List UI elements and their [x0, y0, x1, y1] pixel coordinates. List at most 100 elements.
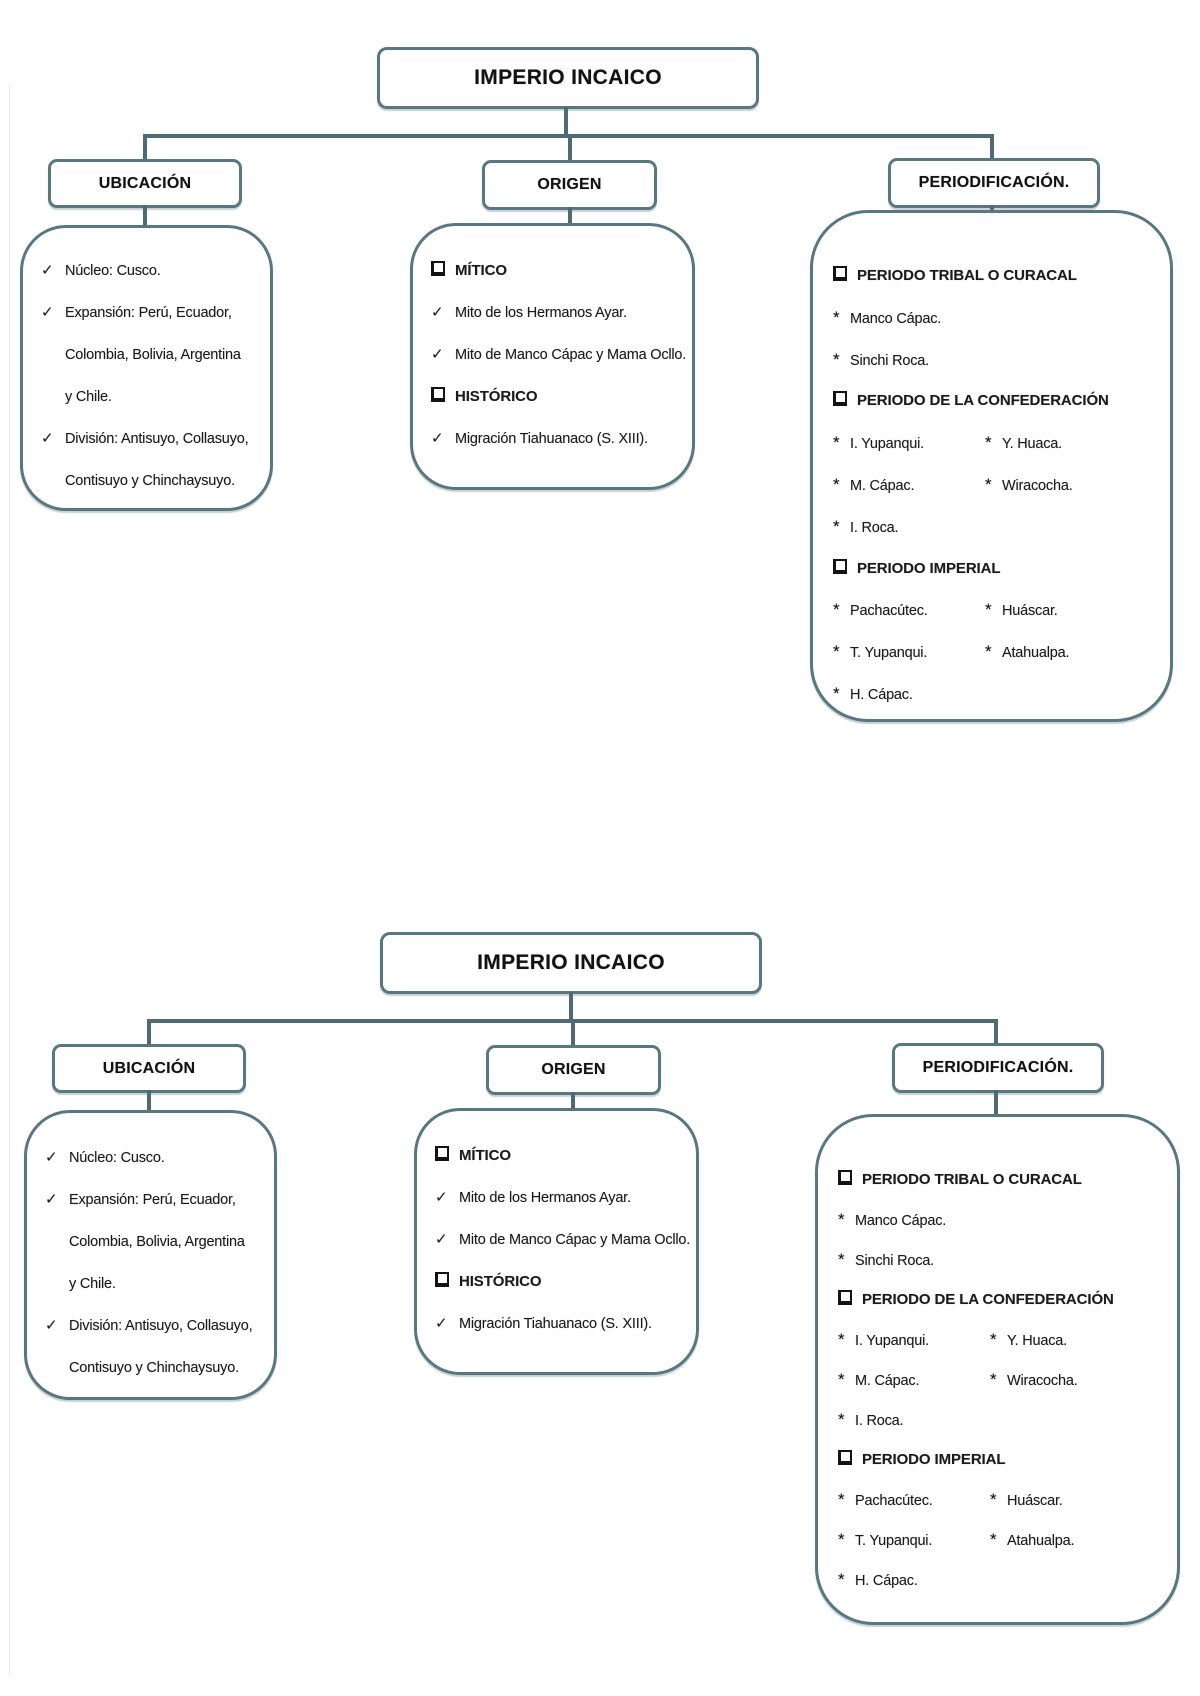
- list-item-col1: Colombia, Bolivia, Argentina: [45, 1231, 245, 1253]
- page-edge-line: [9, 85, 10, 1675]
- connector-content-stub: [568, 207, 572, 226]
- list-item: *I. Roca.: [833, 516, 1170, 538]
- list-item-text: Manco Cápac.: [855, 1213, 947, 1229]
- list-item-col2: *Huáscar.: [985, 599, 1058, 622]
- list-item-col1: *Sinchi Roca.: [833, 349, 929, 372]
- asterisk-icon: *: [838, 1530, 845, 1549]
- branch-content-box: MÍTICO✓Mito de los Hermanos Ayar.✓Mito d…: [414, 1108, 699, 1375]
- list-item: Colombia, Bolivia, Argentina: [45, 1231, 274, 1253]
- list-item: *Pachacútec.*Huáscar.: [838, 1489, 1177, 1511]
- list-item-col1: ✓Migración Tiahuanaco (S. XIII).: [431, 428, 648, 450]
- list-item-text: Contisuyo y Chinchaysuyo.: [65, 473, 235, 489]
- list-item: PERIODO TRIBAL O CURACAL: [838, 1169, 1177, 1191]
- asterisk-icon: *: [985, 433, 992, 452]
- list-item-text: PERIODO IMPERIAL: [857, 560, 1001, 577]
- list-item-text: División: Antisuyo, Collasuyo,: [65, 431, 249, 447]
- list-item-col1: PERIODO DE LA CONFEDERACIÓN: [838, 1289, 1114, 1311]
- list-item: *T. Yupanqui.*Atahualpa.: [833, 641, 1170, 663]
- title-box: IMPERIO INCAICO: [377, 47, 759, 109]
- list-item-col1: Contisuyo y Chinchaysuyo.: [41, 470, 235, 492]
- list-item-col1: ✓Núcleo: Cusco.: [41, 260, 161, 282]
- asterisk-icon: *: [838, 1210, 845, 1229]
- list-item: *Manco Cápac.: [833, 307, 1170, 329]
- list-item: *Pachacútec.*Huáscar.: [833, 599, 1170, 621]
- list-item: ✓Núcleo: Cusco.: [45, 1147, 274, 1169]
- list-item-col1: *Pachacútec.: [838, 1489, 933, 1512]
- list-item-text: Manco Cápac.: [850, 311, 942, 327]
- list-item: ✓Mito de los Hermanos Ayar.: [435, 1187, 696, 1209]
- list-item-text: PERIODO TRIBAL O CURACAL: [857, 267, 1077, 284]
- list-item-col1: ✓Migración Tiahuanaco (S. XIII).: [435, 1313, 652, 1335]
- list-item-col1: *H. Cápac.: [838, 1569, 918, 1592]
- list-item: *T. Yupanqui.*Atahualpa.: [838, 1529, 1177, 1551]
- list-item-text: Mito de Manco Cápac y Mama Ocllo.: [459, 1232, 691, 1248]
- branch-header-ubicacion: UBICACIÓN: [52, 1044, 246, 1093]
- list-item-text: Huáscar.: [1007, 1493, 1063, 1509]
- list-item-text: M. Cápac.: [855, 1373, 920, 1389]
- checkbox-icon: [435, 1146, 449, 1161]
- list-item-col1: y Chile.: [41, 386, 112, 408]
- list-item: * Manco Cápac.: [838, 1209, 1177, 1231]
- list-item-text: Contisuyo y Chinchaysuyo.: [69, 1360, 239, 1376]
- asterisk-icon: *: [985, 642, 992, 661]
- list-item: PERIODO DE LA CONFEDERACIÓN: [833, 390, 1170, 412]
- list-item-text: Atahualpa.: [1007, 1533, 1075, 1549]
- list-item-col1: *M. Cápac.: [833, 474, 914, 497]
- list-item-col1: *I. Roca.: [833, 516, 899, 539]
- list-item-col1: HISTÓRICO: [435, 1271, 542, 1293]
- connector-branch-stub: [143, 134, 147, 162]
- list-item: PERIODO DE LA CONFEDERACIÓN: [838, 1289, 1177, 1311]
- title-box: IMPERIO INCAICO: [380, 932, 762, 994]
- list-item-text: Núcleo: Cusco.: [69, 1150, 165, 1166]
- asterisk-icon: *: [833, 475, 840, 494]
- list-item-text: Wiracocha.: [1002, 478, 1073, 494]
- checkbox-icon: [833, 559, 847, 574]
- list-item-col1: PERIODO TRIBAL O CURACAL: [833, 265, 1077, 287]
- list-item-col1: ✓Expansión: Perú, Ecuador,: [45, 1189, 236, 1211]
- list-item: HISTÓRICO: [435, 1271, 696, 1293]
- list-item-text: y Chile.: [69, 1276, 116, 1292]
- asterisk-icon: *: [838, 1370, 845, 1389]
- list-item: MÍTICO: [431, 260, 692, 282]
- list-item-col2: *Wiracocha.: [990, 1369, 1078, 1392]
- asterisk-icon: *: [833, 642, 840, 661]
- connector-content-stub: [571, 1092, 575, 1111]
- list-item: PERIODO IMPERIAL: [838, 1449, 1177, 1471]
- list-item-text: y Chile.: [65, 389, 112, 405]
- list-item-col1: *Manco Cápac.: [833, 307, 941, 330]
- list-item: Colombia, Bolivia, Argentina: [41, 344, 270, 366]
- check-icon: ✓: [431, 430, 444, 447]
- list-item: *H. Cápac.: [838, 1569, 1177, 1591]
- list-item-col1: ✓Mito de los Hermanos Ayar.: [435, 1187, 631, 1209]
- list-item-text: Mito de Manco Cápac y Mama Ocllo.: [455, 347, 687, 363]
- list-item: ✓Núcleo: Cusco.: [41, 260, 270, 282]
- check-icon: ✓: [45, 1317, 58, 1334]
- list-item-col1: ✓Expansión: Perú, Ecuador,: [41, 302, 232, 324]
- list-item-text: Pachacútec.: [855, 1493, 933, 1509]
- list-item-text: Atahualpa.: [1002, 645, 1070, 661]
- checkbox-icon: [838, 1290, 852, 1305]
- list-item-col1: *H. Cápac.: [833, 683, 913, 706]
- list-item: ✓Expansión: Perú, Ecuador,: [41, 302, 270, 324]
- list-item: *I. Yupanqui.*Y. Huaca.: [838, 1329, 1177, 1351]
- list-item-col1: PERIODO DE LA CONFEDERACIÓN: [833, 390, 1109, 412]
- asterisk-icon: *: [833, 350, 840, 369]
- list-item-col1: MÍTICO: [431, 260, 507, 282]
- list-item: y Chile.: [41, 386, 270, 408]
- list-item-col1: PERIODO IMPERIAL: [838, 1449, 1006, 1471]
- list-item-col1: MÍTICO: [435, 1145, 511, 1167]
- list-item-col2: *Y. Huaca.: [985, 432, 1062, 455]
- asterisk-icon: *: [838, 1410, 845, 1429]
- list-item-col2: *Y. Huaca.: [990, 1329, 1067, 1352]
- list-item: ✓Expansión: Perú, Ecuador,: [45, 1189, 274, 1211]
- list-item-text: Expansión: Perú, Ecuador,: [65, 305, 232, 321]
- asterisk-icon: *: [990, 1330, 997, 1349]
- connector-branch-stub: [571, 1019, 575, 1048]
- list-item-col2: *Atahualpa.: [990, 1529, 1075, 1552]
- list-item-text: Colombia, Bolivia, Argentina: [69, 1234, 245, 1250]
- list-item: * M. Cápac. *Wiracocha.: [838, 1369, 1177, 1391]
- branch-content-box: ✓Núcleo: Cusco. ✓Expansión: Perú, Ecuador…: [20, 225, 273, 511]
- asterisk-icon: *: [833, 433, 840, 452]
- list-item-text: PERIODO TRIBAL O CURACAL: [862, 1171, 1082, 1188]
- list-item-col1: ✓División: Antisuyo, Collasuyo,: [41, 428, 249, 450]
